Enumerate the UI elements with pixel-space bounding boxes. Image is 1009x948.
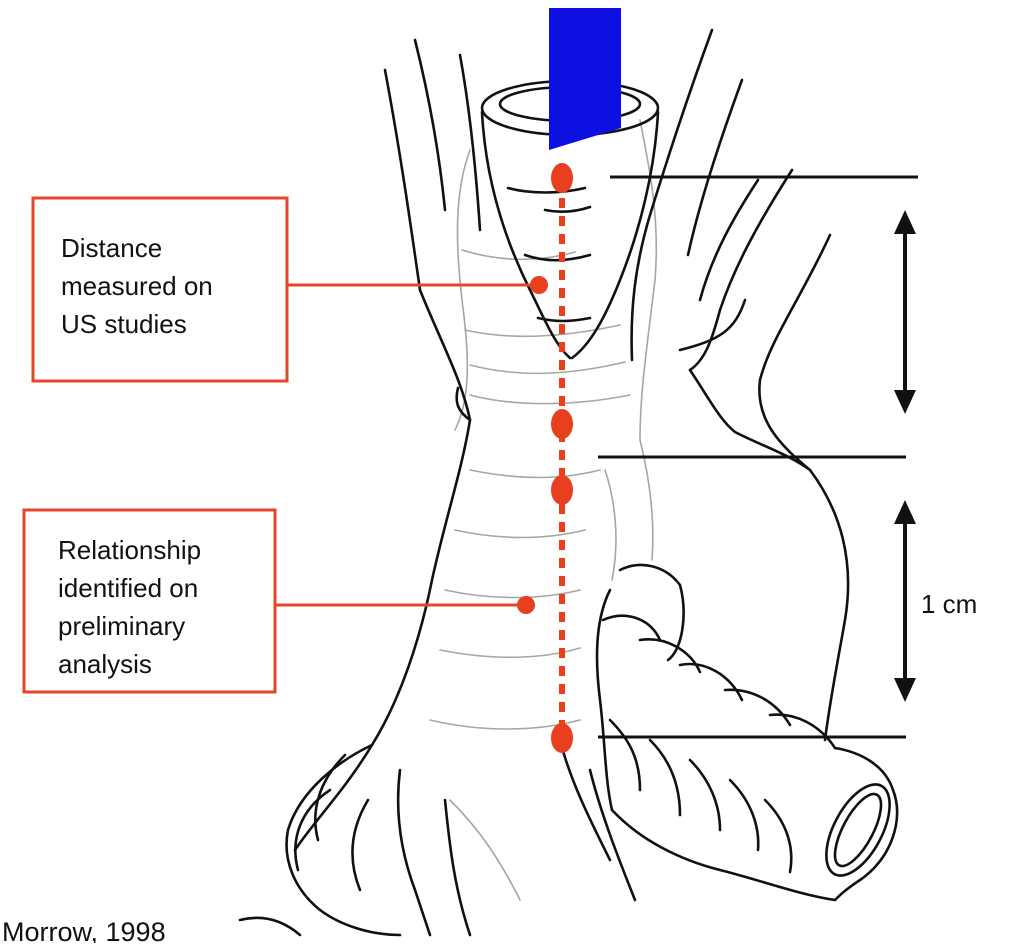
callout-text-line: Distance [61,233,162,263]
callout-distance-measured: Distance measured on US studies [33,198,548,381]
funnel-fold [545,207,590,212]
callout-pointer-dot [530,276,548,294]
intestine-coil [612,810,835,900]
intestine-coil [603,616,660,640]
measure-dot-middle-upper [551,409,573,439]
intestine-coil [240,918,300,935]
intestine-coil [610,720,640,790]
callout-pointer-dot [517,596,535,614]
callout-text-line: analysis [58,649,152,679]
intestine-coil [640,639,700,672]
ultrasound-probe [549,8,621,150]
intestine-coil [650,740,680,815]
body-wall-left [295,290,470,850]
intestine-coil [398,770,430,935]
measure-dot-bottom [551,723,573,753]
reference-lines [598,177,918,737]
intestine-coil [597,590,612,810]
faint-intestine-outline [430,120,656,900]
measurement-path [551,163,573,753]
double-arrow-upper [894,210,916,414]
citation: Morrow, 1998 [2,917,166,943]
intestine-coil [445,800,470,935]
intestine-coil [725,690,790,725]
double-arrow-lower [894,500,916,702]
callout-relationship-identified: Relationship identified on preliminary anal… [24,510,535,692]
callout-text-line: Relationship [58,535,201,565]
body-lower [560,740,610,860]
intestine-coil [680,664,742,700]
background-stroke [385,70,420,290]
vessel-stroke [680,300,745,350]
callout-text-line: US studies [61,309,187,339]
background-stroke [415,40,445,210]
vessel-stroke [700,180,758,300]
callout-text-line: measured on [61,271,213,301]
vessel-stroke [632,30,712,360]
scale-label: 1 cm [921,589,977,619]
intestine-coil [765,800,791,872]
intestine-coil [690,760,720,830]
background-stroke [460,55,480,230]
callout-text-line: identified on [58,573,198,603]
funnel-fold [508,188,585,193]
callout-text-line: preliminary [58,611,185,641]
intestine-coil [730,780,758,850]
measure-dot-top [551,163,573,193]
funnel-fold [538,318,590,321]
measure-dot-middle-lower [551,475,573,505]
intestine-opening [813,775,902,886]
intestine-coil [352,800,368,890]
intestine-coil [835,748,893,790]
vessel-stroke [759,235,830,470]
vessel-stroke [688,80,742,255]
intestine-coil [320,910,400,935]
stomach-contour [810,470,848,740]
